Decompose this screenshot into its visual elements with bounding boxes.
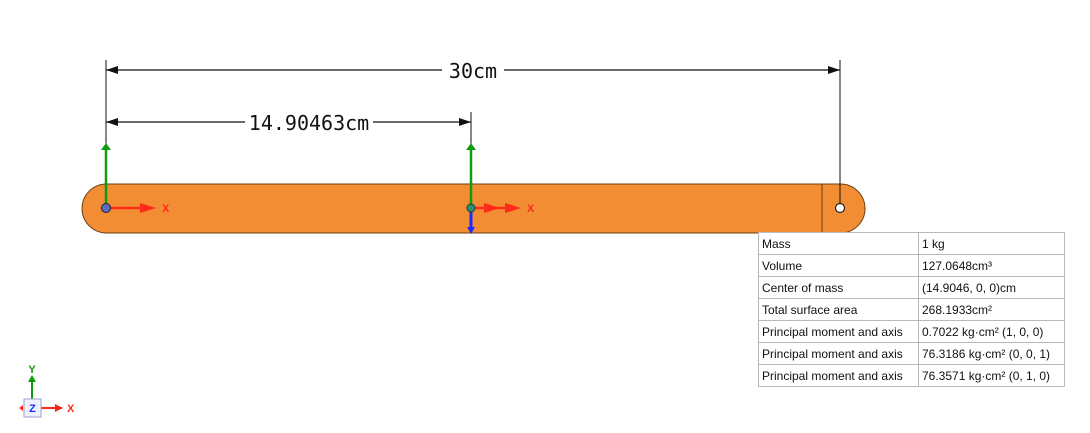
com-x-arrow-icon	[484, 203, 500, 213]
view-triad[interactable]: Y X Z	[19, 364, 75, 418]
property-value: 268.1933cm²	[918, 298, 1065, 321]
center-of-mass-point-icon	[466, 203, 476, 213]
triad-z-box	[23, 398, 42, 418]
property-label: Principal moment and axis	[758, 342, 919, 365]
dimension-com-offset[interactable]: 14.90463cm	[106, 111, 471, 135]
dimension-total-length-label: 30cm	[449, 59, 497, 83]
property-value: 76.3186 kg·cm² (0, 0, 1)	[918, 342, 1065, 365]
property-label: Center of mass	[758, 276, 919, 299]
origin-x-arrow-icon	[140, 203, 156, 213]
triad-x-arrow-icon	[55, 404, 63, 412]
origin-point-icon	[101, 203, 111, 213]
com-z-arrow-icon	[467, 227, 475, 234]
property-value: (14.9046, 0, 0)cm	[918, 276, 1065, 299]
property-row: Center of mass(14.9046, 0, 0)cm	[758, 276, 1065, 299]
origin-axes[interactable]: X	[101, 143, 170, 215]
triad-x-label: X	[67, 403, 75, 415]
com-y-arrow-icon	[466, 143, 476, 150]
property-value: 127.0648cm³	[918, 254, 1065, 277]
end-point-icon[interactable]	[834, 202, 846, 214]
property-label: Total surface area	[758, 298, 919, 321]
property-value: 76.3571 kg·cm² (0, 1, 0)	[918, 364, 1065, 387]
property-label: Volume	[758, 254, 919, 277]
triad-y-arrow-icon	[28, 375, 36, 382]
property-value: 1 kg	[918, 232, 1065, 255]
dimension-com-offset-label: 14.90463cm	[249, 111, 369, 135]
triad-y-label: Y	[28, 364, 36, 376]
property-value: 0.7022 kg·cm² (1, 0, 0)	[918, 320, 1065, 343]
com-x-arrow2-icon	[505, 203, 521, 213]
center-of-mass-axes[interactable]: X	[466, 143, 535, 234]
property-label: Principal moment and axis	[758, 320, 919, 343]
triad-z-label: Z	[29, 403, 36, 415]
property-label: Principal moment and axis	[758, 364, 919, 387]
com-x-label: X	[527, 203, 535, 215]
triad-neg-x-icon	[19, 405, 23, 411]
origin-x-label: X	[162, 203, 170, 215]
dimension-total-length[interactable]: 30cm	[106, 59, 840, 83]
property-label: Mass	[758, 232, 919, 255]
origin-y-arrow-icon	[101, 143, 111, 150]
